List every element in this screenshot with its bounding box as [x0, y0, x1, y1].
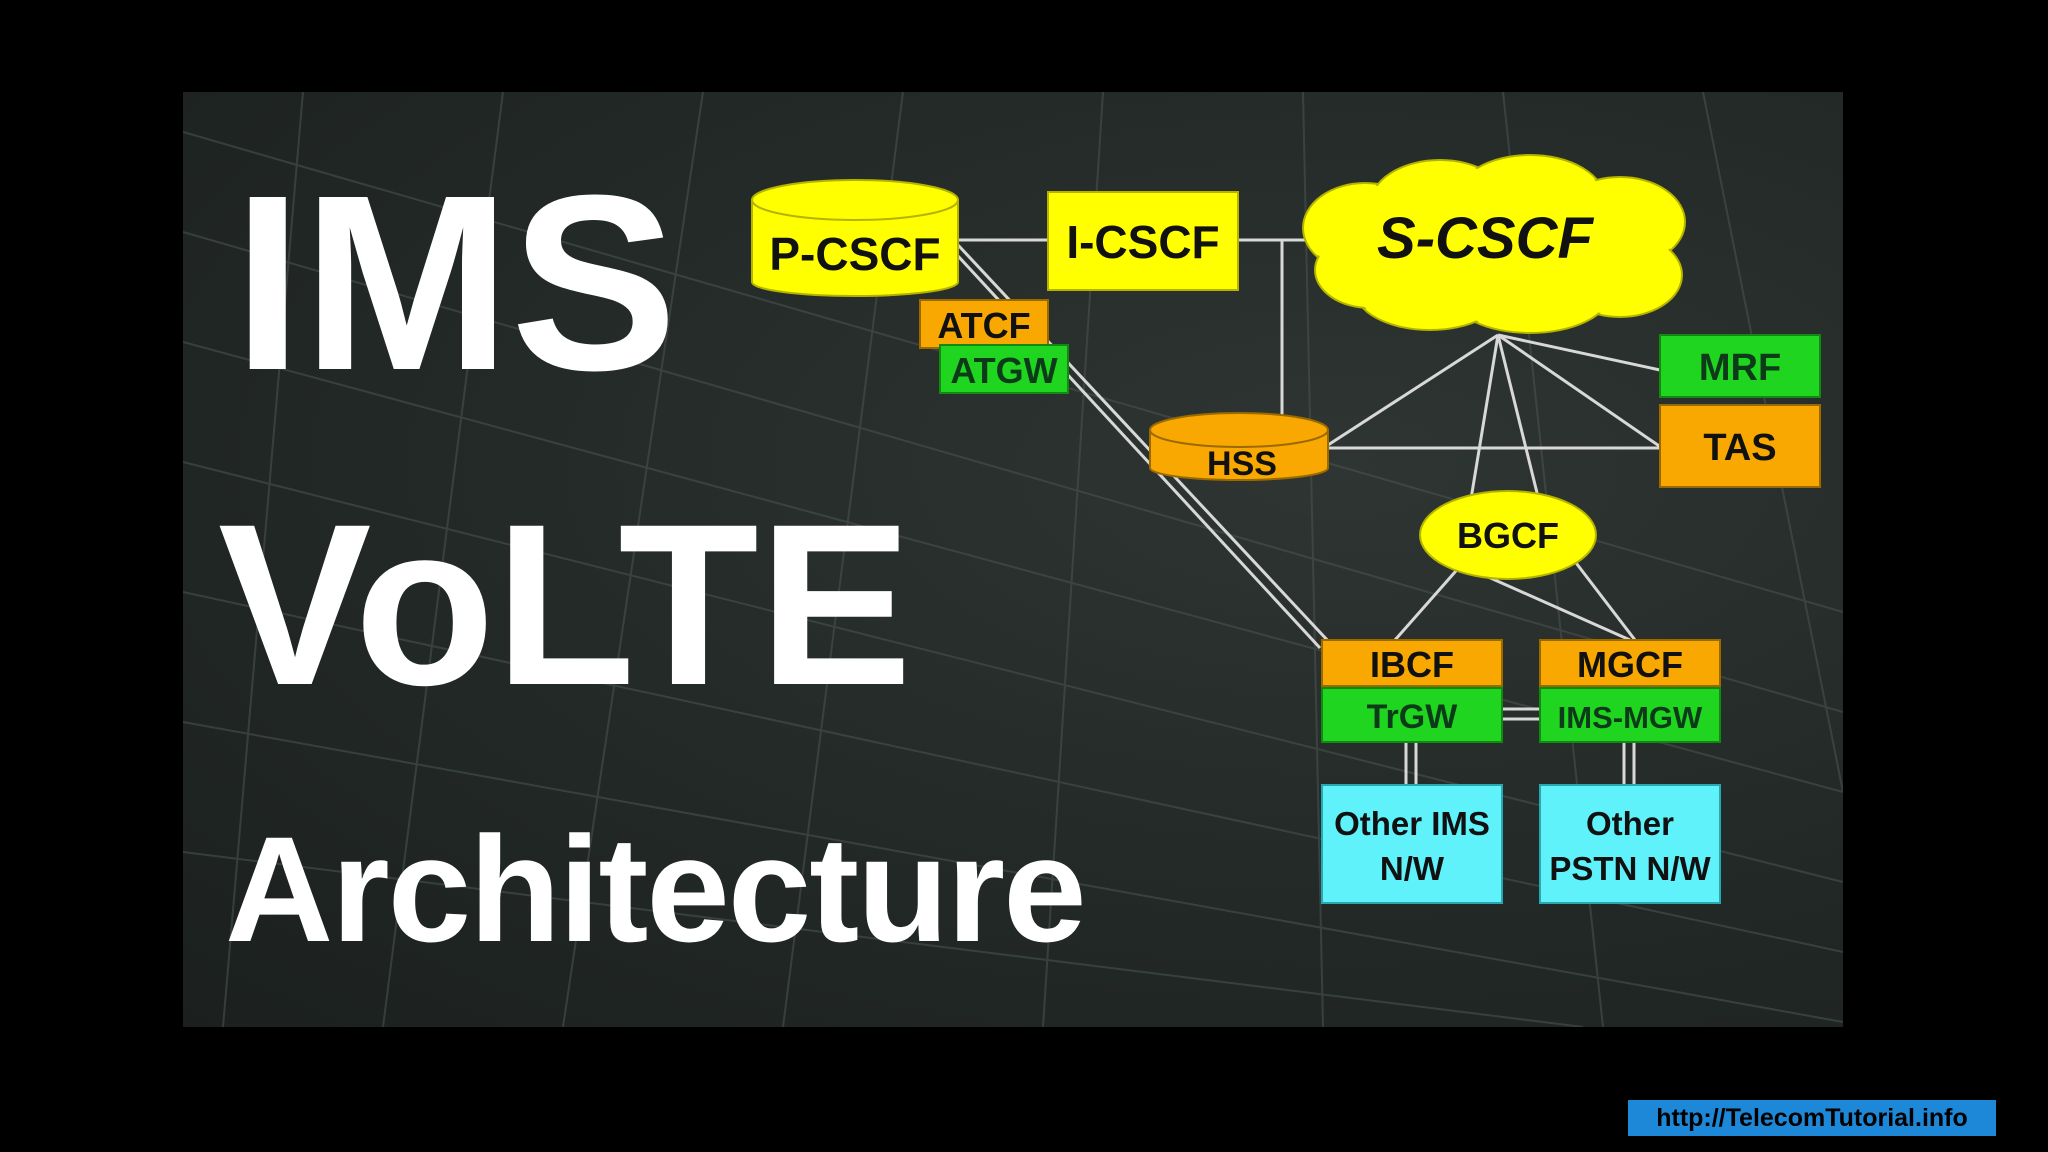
node-imsmgw-box — [1539, 687, 1721, 743]
node-pcscf: P-CSCF — [751, 179, 959, 297]
node-other-pstn-box — [1539, 784, 1721, 904]
node-mrf-box — [1659, 334, 1821, 398]
node-tas-box — [1659, 404, 1821, 488]
node-scscf: S-CSCF — [1302, 154, 1686, 334]
title-architecture: Architecture — [225, 805, 1087, 973]
node-icscf-box — [1047, 191, 1239, 291]
trgw-label: TrGW — [1367, 698, 1459, 736]
website-url-badge: http://TelecomTutorial.info — [1628, 1100, 1996, 1136]
node-atgw-box — [939, 344, 1069, 394]
node-hss: HSS — [1149, 412, 1329, 483]
imsmgw-label: IMS-MGW — [1558, 700, 1703, 735]
icscf-label: I-CSCF — [1066, 216, 1219, 268]
pcscf-label: P-CSCF — [769, 228, 940, 280]
other-pstn-label-line1: Other — [1586, 805, 1674, 842]
mgcf-label: MGCF — [1577, 644, 1683, 685]
node-other-ims-box — [1321, 784, 1503, 904]
node-mgcf-box — [1539, 639, 1721, 687]
bgcf-label: BGCF — [1457, 515, 1559, 556]
ibcf-label: IBCF — [1370, 644, 1454, 685]
atgw-label: ATGW — [950, 350, 1057, 391]
other-pstn-label-line2: PSTN N/W — [1549, 850, 1711, 887]
node-bgcf-ellipse — [1419, 490, 1597, 580]
atcf-label: ATCF — [937, 305, 1030, 346]
node-trgw-box — [1321, 687, 1503, 743]
hss-label: HSS — [1207, 445, 1277, 483]
other-ims-label-line1: Other IMS — [1334, 805, 1490, 842]
title-volte: VoLTE — [218, 476, 913, 733]
other-ims-label-line2: N/W — [1380, 850, 1445, 887]
tas-label: TAS — [1703, 427, 1776, 469]
node-ibcf-box — [1321, 639, 1503, 687]
title-ims: IMS — [233, 143, 678, 422]
node-atcf-box — [919, 299, 1049, 349]
mrf-label: MRF — [1699, 347, 1781, 389]
scscf-label: S-CSCF — [1377, 206, 1594, 271]
